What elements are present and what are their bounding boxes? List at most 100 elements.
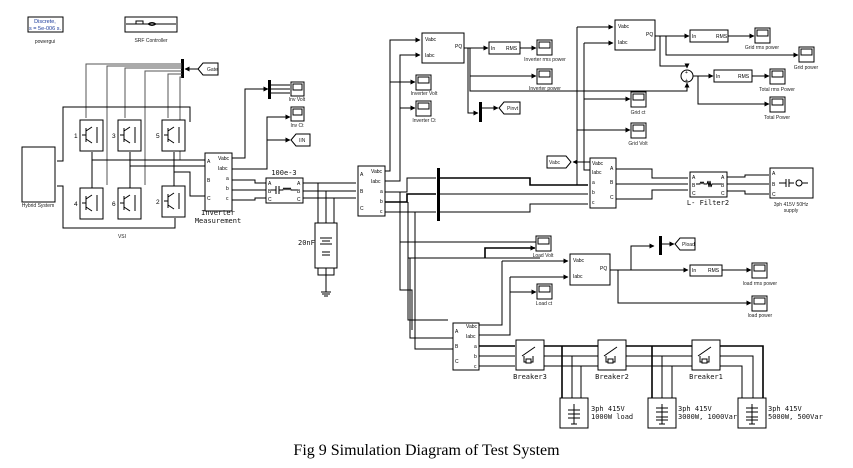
svg-text:In: In <box>692 268 696 274</box>
svg-text:A: A <box>772 171 776 177</box>
igbt-4[interactable]: 4 <box>74 187 104 220</box>
svg-text:Inverter Volt: Inverter Volt <box>411 91 438 97</box>
vabc-tag[interactable]: Vabc <box>546 155 572 169</box>
scope-inverter-rms-power[interactable]: Inverter rms power <box>524 39 566 63</box>
scope-inverter-volt[interactable]: Inverter Volt <box>411 74 438 97</box>
ground-icon <box>321 291 331 297</box>
load1-line2: 1000W load <box>591 413 633 421</box>
svg-text:a: a <box>474 344 477 350</box>
load-rms-block[interactable]: In RMS <box>689 264 723 277</box>
inverter-measurement-label2: Measurement <box>195 217 241 225</box>
breaker2-block[interactable]: Breaker2 <box>595 339 629 381</box>
load2-line1: 3ph 415V <box>678 405 713 413</box>
svg-text:b: b <box>592 190 595 196</box>
srf-controller-block[interactable]: SRF Controller <box>124 16 178 44</box>
l-filter2-block[interactable]: A B C A B C L- Filter2 <box>687 171 729 207</box>
igbt-3[interactable]: 3 <box>112 119 142 152</box>
scope-grid-volt[interactable]: Grid Volt <box>628 122 648 147</box>
svg-text:B: B <box>360 189 364 195</box>
svg-text:A: A <box>268 181 272 187</box>
scope-inv-ct[interactable]: Inv Ct <box>290 106 305 129</box>
inverter-measurement-block[interactable]: A B C Vabc Iabc a b c Inverter Measureme… <box>195 152 241 225</box>
scope-load-rms-power[interactable]: load rms power <box>743 262 778 287</box>
igbt-2[interactable]: 2 <box>156 185 186 218</box>
svg-text:Gate: Gate <box>207 67 218 73</box>
supply-label1: 3ph 415V 50Hz <box>774 202 809 208</box>
scope-load-ct[interactable]: Load ct <box>536 283 553 307</box>
svg-text:b: b <box>380 199 383 205</box>
rl-branch-label: 100e-3 <box>271 169 296 177</box>
svg-text:Vabc: Vabc <box>218 156 230 162</box>
scope-grid-power[interactable]: Grid power <box>794 46 819 71</box>
inverter-pq-block[interactable]: Vabc Iabc PQ <box>421 32 465 64</box>
svg-text:Inv Volt: Inv Volt <box>289 97 306 103</box>
svg-text:c: c <box>592 200 595 206</box>
load1-line1: 3ph 415V <box>591 405 626 413</box>
load2-line2: 3000W, 1000Var <box>678 413 737 421</box>
svg-text:A: A <box>721 175 725 181</box>
gate-tag[interactable]: Gate <box>197 62 219 76</box>
load-measurement-block[interactable]: A B C Vabc Iabc a b c <box>452 322 480 371</box>
svg-text:Vabc: Vabc <box>371 169 383 175</box>
hybrid-system-label: Hybrid System <box>22 203 55 209</box>
igbt-6[interactable]: 6 <box>112 187 142 220</box>
pinvt-mux <box>479 102 482 122</box>
svg-text:b: b <box>474 354 477 360</box>
svg-text:Vabc: Vabc <box>425 37 437 43</box>
rl-branch-block[interactable]: A B C A B C 100e-3 <box>265 169 304 204</box>
svg-text:Iabc: Iabc <box>425 53 435 59</box>
svg-text:3: 3 <box>112 133 116 140</box>
srf-controller-label: SRF Controller <box>134 38 167 44</box>
svg-text:PQ: PQ <box>455 44 462 50</box>
grid-pq-block[interactable]: Vabc Iabc PQ <box>614 19 656 51</box>
hybrid-system-block[interactable]: Hybrid System <box>21 146 56 209</box>
load-pq-block[interactable]: Vabc Iabc PQ <box>569 253 611 286</box>
iin-tag[interactable]: IIN <box>290 133 311 147</box>
grid-measurement-block[interactable]: Vabc Iabc a b c A B C <box>589 157 617 209</box>
scope-total-rms-power[interactable]: Total rms Power <box>759 68 795 93</box>
pload-tag[interactable]: Pload <box>674 237 696 251</box>
load-5000w-block[interactable]: 3ph 415V 5000W, 500Var <box>737 397 823 429</box>
scope-load-power[interactable]: load power <box>748 295 773 319</box>
capacitor-block[interactable]: 20nF <box>298 222 338 269</box>
powergui-label: powergui <box>35 39 55 45</box>
powergui-block[interactable]: Discrete, s = 5e-006 s. powergui <box>27 16 64 45</box>
igbt-5[interactable]: 5 <box>156 119 186 152</box>
three-phase-bus <box>437 168 440 221</box>
svg-text:B: B <box>692 183 696 189</box>
load3-line2: 5000W, 500Var <box>768 413 823 421</box>
capacitor-label: 20nF <box>298 239 315 247</box>
svg-text:PQ: PQ <box>600 266 607 272</box>
svg-text:c: c <box>226 196 229 202</box>
svg-text:4: 4 <box>74 201 78 208</box>
svg-text:Iabc: Iabc <box>466 334 476 340</box>
scope-inverter-power[interactable]: Inverter power <box>529 68 561 92</box>
pinvt-tag[interactable]: Pinvt <box>498 101 521 115</box>
svg-text:A: A <box>610 166 614 172</box>
scope-grid-ct[interactable]: Grid ct <box>630 91 647 116</box>
svg-text:load rms power: load rms power <box>743 281 778 287</box>
svg-text:Pload: Pload <box>682 242 695 248</box>
scope-total-power[interactable]: Total Power <box>764 96 790 121</box>
svg-text:RMS: RMS <box>708 268 720 274</box>
breaker3-block[interactable]: Breaker3 <box>513 339 547 381</box>
breaker1-block[interactable]: Breaker1 <box>689 339 723 381</box>
load-1000w-block[interactable]: 3ph 415V 1000W load <box>559 397 633 429</box>
three-phase-supply-block[interactable]: A B C 3ph 415V 50Hz supply <box>769 167 814 214</box>
svg-text:+: + <box>685 78 688 84</box>
simulink-diagram: Discrete, s = 5e-006 s. powergui SRF Con… <box>21 16 823 429</box>
svg-text:C: C <box>610 195 614 201</box>
svg-text:Load Volt: Load Volt <box>533 253 554 259</box>
igbt-1[interactable]: 1 <box>74 119 104 152</box>
scope-grid-rms-power[interactable]: Grid rms power <box>745 27 780 51</box>
scope-inv-volt[interactable]: Inv Volt <box>289 81 306 103</box>
scope-inverter-ct[interactable]: Inverter Ct <box>412 100 436 124</box>
svg-text:Grid ct: Grid ct <box>631 110 646 116</box>
scope-load-volt[interactable]: Load Volt <box>533 235 554 259</box>
middle-measurement-block[interactable]: A B C Vabc Iabc a b c <box>357 165 386 217</box>
load-3000w-block[interactable]: 3ph 415V 3000W, 1000Var <box>647 397 737 429</box>
breaker1-label: Breaker1 <box>689 373 723 381</box>
